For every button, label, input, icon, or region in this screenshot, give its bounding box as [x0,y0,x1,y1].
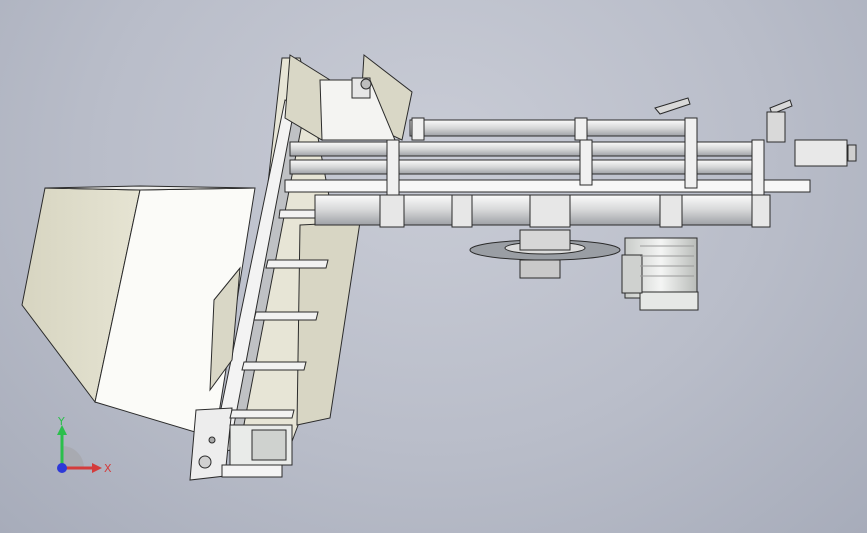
adjustment-handles[interactable] [654,97,793,143]
conveyor-end-block [794,139,848,167]
triad-x-label: X [104,462,112,475]
conveyor-top-rail [409,119,691,137]
conveyor-vertical-posts [386,117,765,201]
elevator-drive-unit[interactable] [198,424,293,478]
coordinate-triad: Y X [57,415,112,475]
triad-xy-arc [62,446,84,468]
triad-y-label: Y [57,415,65,428]
elevator-side-panel [296,221,361,426]
conveyor-base-plate [284,179,811,193]
mounting-plates [379,194,771,228]
gear-motor[interactable] [621,237,699,311]
triad-x-arrowhead [92,463,102,473]
hopper-top-face [44,185,256,191]
main-drive[interactable] [469,229,699,311]
horizontal-conveyor[interactable] [284,97,857,228]
triad-y-arrowhead [57,425,67,435]
top-discharge-funnel[interactable] [284,54,413,141]
elevator-side-guard [209,266,241,392]
triad-z-origin [57,463,67,473]
